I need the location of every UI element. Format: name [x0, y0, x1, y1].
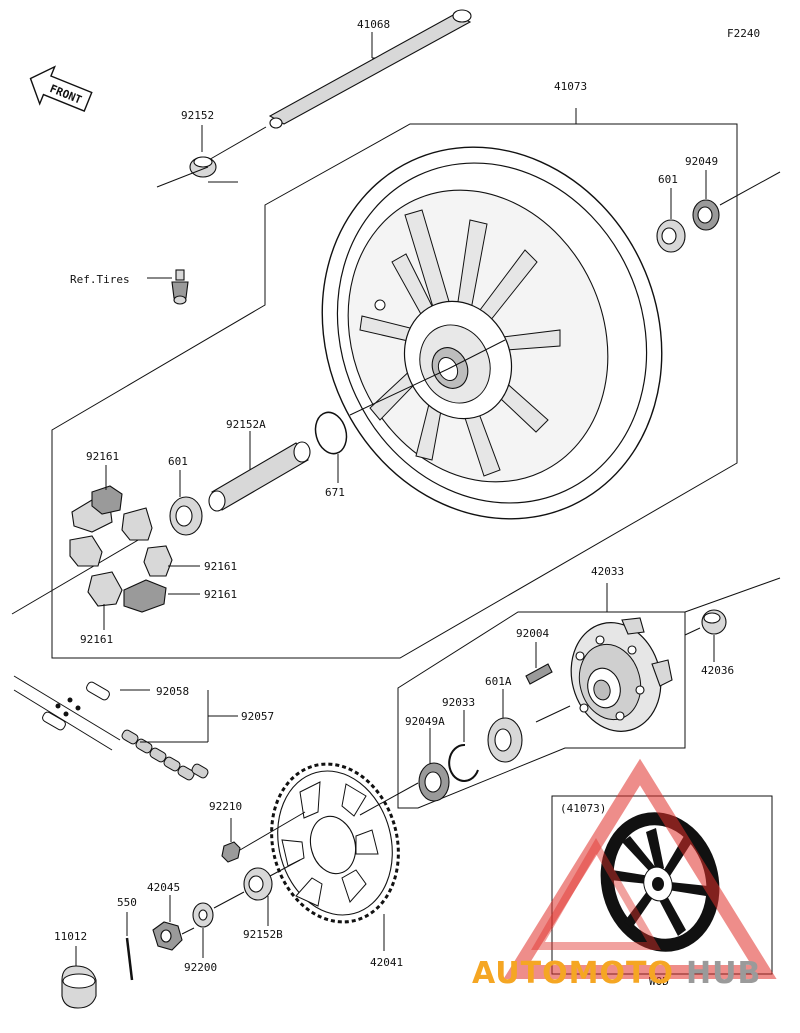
o-ring-671[interactable] — [311, 409, 351, 483]
collar-92152[interactable] — [156, 125, 238, 188]
label-bearing-coupling: 601A — [485, 675, 512, 688]
damper-rubbers[interactable] — [11, 465, 200, 630]
label-master-link: 92058 — [156, 685, 189, 698]
label-collar-long: 92152A — [226, 418, 266, 431]
cap-11012[interactable] — [61, 946, 97, 1009]
washer-92200[interactable] — [192, 891, 245, 958]
label-chain: 92057 — [241, 710, 274, 723]
label-cotter-pin: 550 — [117, 896, 137, 909]
label-bearing-left: 601 — [168, 455, 188, 468]
label-damper-c: 92161 — [204, 588, 237, 601]
label-damper-b: 92161 — [204, 560, 237, 573]
cotter-pin-550[interactable] — [125, 912, 136, 981]
collar-42036[interactable] — [684, 609, 727, 662]
bearing-601-right[interactable] — [656, 188, 686, 253]
front-arrow-icon: FRONT — [29, 65, 93, 112]
label-seal-right: 92049 — [685, 155, 718, 168]
label-damper-a: 92161 — [86, 450, 119, 463]
bearing-601-left[interactable] — [169, 470, 203, 536]
label-o-ring: 671 — [325, 486, 345, 499]
label-cap: 11012 — [54, 930, 87, 943]
label-washer: 92200 — [184, 961, 217, 974]
wheel-group-outline — [51, 108, 738, 659]
label-damper-d: 92161 — [80, 633, 113, 646]
collar-92152a[interactable] — [208, 431, 311, 512]
seal-92049a[interactable] — [418, 728, 450, 802]
seal-92049[interactable] — [692, 170, 781, 231]
label-collar-coupling: 42036 — [701, 664, 734, 677]
label-bearing-right: 601 — [658, 173, 678, 186]
rear-sprocket[interactable] — [254, 750, 419, 951]
circlip-92033[interactable] — [448, 710, 479, 782]
coupling-group-outline — [397, 583, 686, 809]
label-stud: 92004 — [516, 627, 549, 640]
axle-nut-42045[interactable] — [152, 895, 195, 951]
label-collar-top: 92152 — [181, 109, 214, 122]
figure-code: F2240 — [727, 27, 760, 40]
label-axle-nut: 42045 — [147, 881, 180, 894]
automotohub-watermark: AUTOMOTO HUB — [472, 758, 777, 991]
tire-valve[interactable] — [147, 269, 189, 305]
label-collar-b: 92152B — [243, 928, 283, 941]
inset-title: (41073) — [560, 802, 606, 815]
collar-92152b[interactable] — [243, 859, 301, 926]
drive-chain[interactable] — [13, 675, 238, 781]
stud-92004[interactable] — [525, 642, 553, 685]
axle[interactable] — [199, 9, 472, 166]
label-seal-coupling: 92049A — [405, 715, 445, 728]
nut-92210[interactable] — [221, 811, 306, 863]
watermark-text-1: AUTOMOTO — [472, 956, 674, 991]
label-axle: 41068 — [357, 18, 390, 31]
label-wheel: 41073 — [554, 80, 587, 93]
bearing-601a[interactable] — [487, 689, 523, 763]
label-sprocket: 42041 — [370, 956, 403, 969]
rear-wheel[interactable] — [262, 91, 722, 575]
label-coupling: 42033 — [591, 565, 624, 578]
coupling-42033[interactable] — [535, 612, 673, 741]
watermark-text-2: HUB — [686, 956, 761, 991]
label-circlip: 92033 — [442, 696, 475, 709]
label-sprocket-nut: 92210 — [209, 800, 242, 813]
ref-tires-label: Ref.Tires — [70, 273, 130, 286]
